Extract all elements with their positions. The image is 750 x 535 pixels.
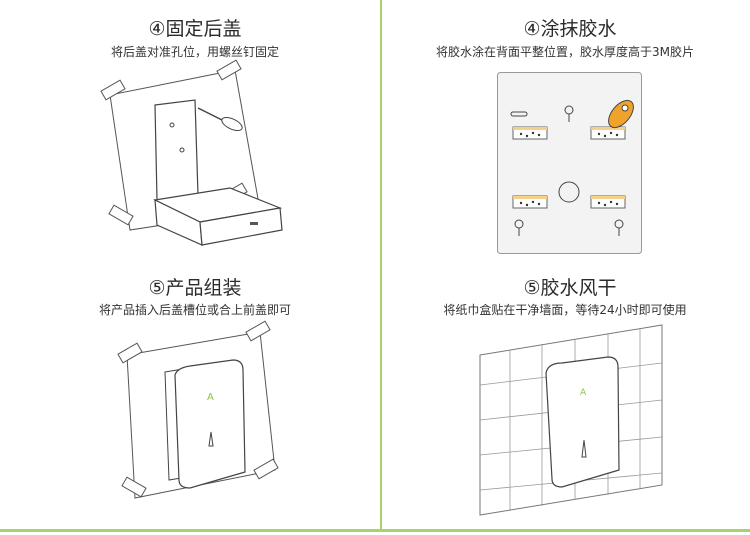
illustration-glue-dry: A (479, 324, 663, 516)
svg-text:A: A (207, 392, 214, 403)
glue-bottle-icon (608, 99, 634, 129)
step-title-assemble-product: ⑤产品组装 (148, 277, 242, 299)
screwdriver-icon (197, 107, 243, 131)
svg-text:A: A (580, 388, 587, 398)
illustration-assemble-product: A (117, 320, 279, 499)
step-desc-apply-glue: 将胶水涂在背面平整位置，胶水厚度高于3M胶片 (436, 45, 694, 59)
brand-logo-icon: A (207, 392, 214, 403)
bottom-accent-line (0, 529, 750, 532)
step-title-fix-back-cover: ④固定后盖 (148, 18, 242, 40)
step-desc-glue-dry: 将纸巾盒贴在干净墙面，等待24小时即可使用 (443, 303, 687, 317)
illustration-apply-glue (497, 72, 642, 254)
step-desc-fix-back-cover: 将后盖对准孔位，用螺丝钉固定 (110, 45, 279, 59)
column-divider (380, 0, 382, 530)
step-title-apply-glue: ④涂抹胶水 (523, 18, 617, 40)
step-title-glue-dry: ⑤胶水风干 (523, 277, 617, 299)
step-desc-assemble-product: 将产品插入后盖槽位或合上前盖即可 (98, 303, 291, 317)
illustration-fix-back-cover (100, 59, 283, 246)
